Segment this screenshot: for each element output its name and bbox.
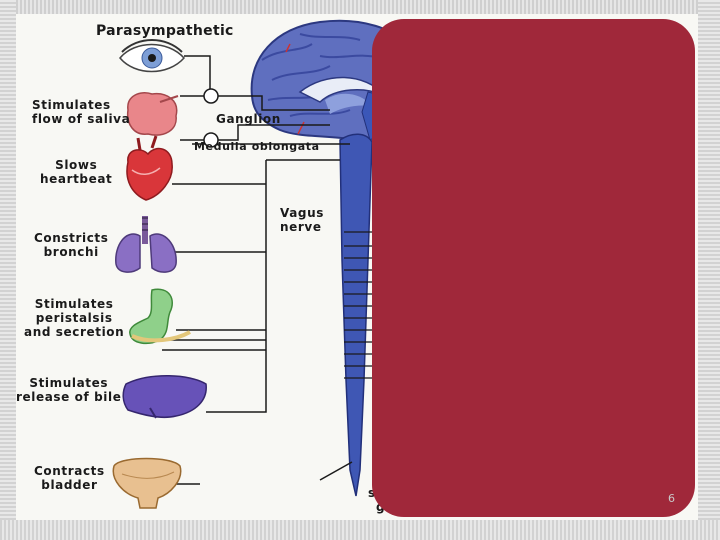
label-heart: Slows heartbeat: [40, 158, 113, 186]
spinal-nerve-ticks: [344, 231, 372, 379]
salivary-gland-icon: [126, 92, 179, 136]
eye-icon: [119, 39, 186, 73]
diagram-title: Parasympathetic: [96, 23, 234, 39]
lungs-icon: [115, 216, 177, 273]
slide-border-left: [0, 0, 16, 540]
heart-icon: [126, 135, 173, 201]
slide-border-bottom: [0, 520, 720, 540]
nerve-lines: [160, 55, 353, 485]
label-bladder: Contracts bladder: [34, 464, 105, 492]
page-number: 6: [668, 492, 675, 505]
label-ganglion: Ganglion: [216, 112, 281, 126]
label-bronchi: Constricts bronchi: [34, 231, 109, 259]
label-bile: Stimulates release of bile: [16, 376, 122, 404]
bladder-icon: [112, 457, 182, 509]
label-vagus: Vagus nerve: [280, 206, 325, 234]
liver-icon: [122, 375, 207, 419]
label-medulla: Medulla oblongata: [194, 140, 320, 153]
spinal-cord: [339, 133, 373, 497]
slide-border-right: [698, 0, 720, 540]
slide-border-top: [0, 0, 720, 14]
stomach-icon: [129, 288, 191, 345]
red-overlay-panel: [372, 19, 695, 517]
ganglion-circles: [203, 88, 219, 148]
label-saliva: Stimulates flow of saliva: [32, 98, 131, 126]
label-peristalsis: Stimulates peristalsis and secretion: [24, 297, 125, 339]
